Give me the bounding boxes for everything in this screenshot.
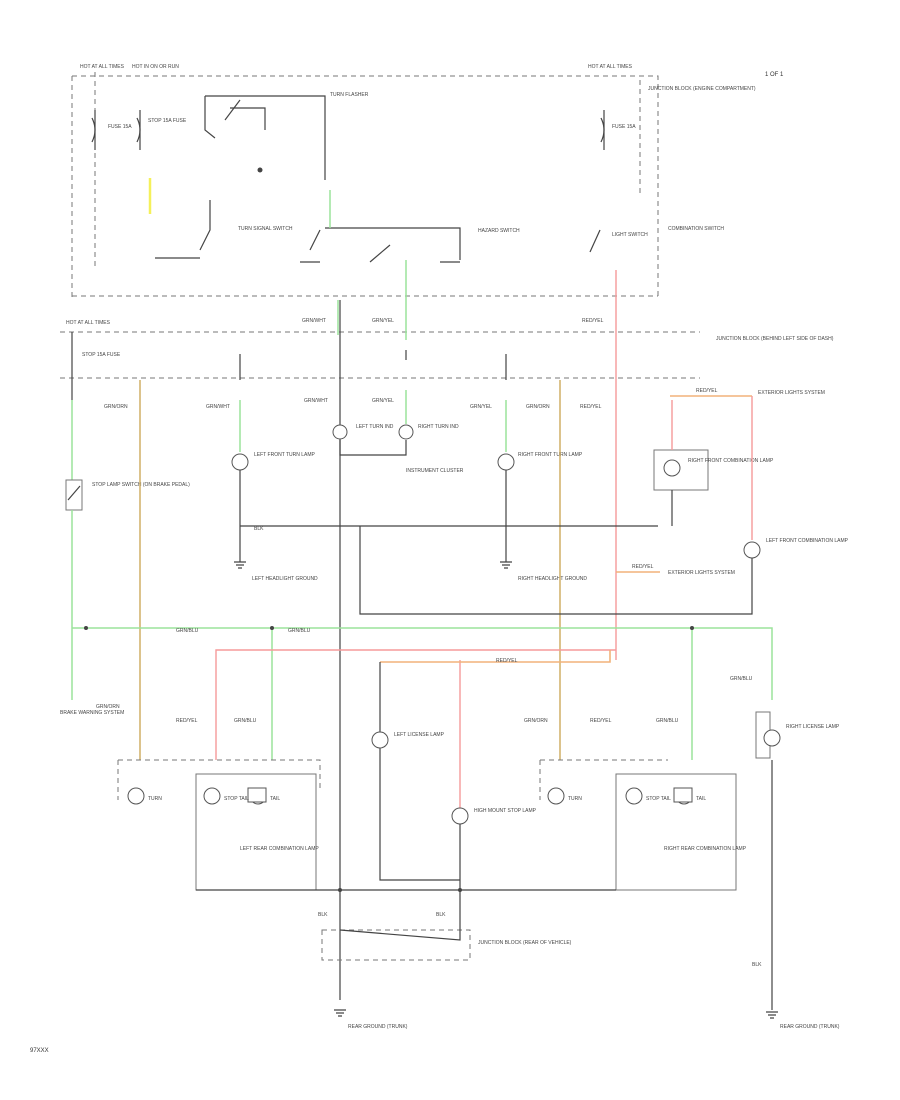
wire-code-red-ylw-1: RED/YEL: [582, 318, 604, 324]
high-mount-stop-lamp: HIGH MOUNT STOP LAMP: [451, 807, 537, 890]
brake-warning-label: BRAKE WARNING SYSTEM: [60, 710, 124, 716]
wire-code-grn-blu-5: GRN/BLU: [730, 676, 753, 682]
fuse-left: [91, 110, 96, 150]
junction-block-mid-label: JUNCTION BLOCK (BEHIND LEFT SIDE OF DASH…: [716, 336, 834, 342]
fuse-main-label: FUSE 15A: [108, 124, 132, 130]
hazard-switch-label: HAZARD SWITCH: [478, 228, 520, 234]
right-rear-combination-lamp: TURN STOP TAIL TAIL RIGHT REAR COMBINATI…: [539, 759, 747, 891]
exterior-lights-label-2: EXTERIOR LIGHTS SYSTEM: [668, 570, 735, 576]
footer-code: 97XXX: [30, 1048, 49, 1054]
hot-at-all-times-label-3: HOT AT ALL TIMES: [66, 320, 111, 326]
cluster-ground-return: [359, 526, 753, 615]
wire-code-grn-blu-2: GRN/BLU: [288, 628, 311, 634]
wire-code-grn-ylw-3: GRN/YEL: [470, 404, 492, 410]
orange-bus-rear: [380, 650, 611, 663]
junction-block-rear-label: JUNCTION BLOCK (REAR OF VEHICLE): [478, 940, 572, 946]
light-switch-label: LIGHT SWITCH: [612, 232, 648, 238]
wire-code-blk-3: BLK: [436, 912, 446, 918]
right-front-turn-label: RIGHT FRONT TURN LAMP: [518, 452, 583, 458]
hot-at-all-times-label-1: HOT AT ALL TIMES: [80, 64, 125, 70]
rear-junction-block: JUNCTION BLOCK (REAR OF VEHICLE): [321, 890, 572, 961]
left-rear-combination-lamp: TURN STOP TAIL TAIL LEFT REAR COMBINATIO…: [117, 759, 321, 891]
left-license-feed: [379, 662, 460, 881]
top-junction-block: HOT AT ALL TIMES HOT IN ON OR RUN HOT AT…: [71, 64, 756, 300]
wire-code-grn-blu-1: GRN/BLU: [176, 628, 199, 634]
wire-code-grn-blu-4: GRN/BLU: [656, 718, 679, 724]
rear-ground-left-label: REAR GROUND (TRUNK): [348, 1024, 408, 1030]
combination-switch-label: COMBINATION SWITCH: [668, 226, 724, 232]
turn-flasher-circuit: TURN FLASHER: [204, 92, 369, 180]
right-license-label: RIGHT LICENSE LAMP: [786, 724, 840, 730]
wire-code-grn-ylw-2: GRN/YEL: [372, 398, 394, 404]
fuse-right-label: FUSE 15A: [612, 124, 636, 130]
left-front-turn-lamp: LEFT FRONT TURN LAMP: [231, 400, 316, 540]
middle-junction-block: HOT AT ALL TIMES JUNCTION BLOCK (BEHIND …: [60, 320, 834, 379]
rear-ground-right: REAR GROUND (TRUNK): [766, 1011, 840, 1030]
lr-tail-label: TAIL: [270, 796, 280, 802]
right-front-turn-lamp: RIGHT FRONT TURN LAMP RIGHT HEADLIGHT GR…: [497, 400, 587, 582]
left-front-combination-lamp: LEFT FRONT COMBINATION LAMP: [743, 538, 849, 596]
wire-code-grn-blu-3: GRN/BLU: [234, 718, 257, 724]
wire-code-blk-2: BLK: [318, 912, 328, 918]
turn-signal-switch-label: TURN SIGNAL SWITCH: [238, 226, 293, 232]
rear-ground-left: REAR GROUND (TRUNK): [334, 1009, 408, 1030]
hot-in-run-label-1: HOT IN ON OR RUN: [132, 64, 179, 70]
right-front-combination-label: RIGHT FRONT COMBINATION LAMP: [688, 458, 774, 464]
instrument-cluster: LEFT TURN IND RIGHT TURN IND INSTRUMENT …: [332, 390, 464, 474]
rr-stop-tail-label: STOP TAIL: [646, 796, 671, 802]
left-rear-combination-label: LEFT REAR COMBINATION LAMP: [240, 846, 319, 852]
right-turn-indicator-label: RIGHT TURN IND: [418, 424, 459, 430]
combination-switch: TURN SIGNAL SWITCH HAZARD SWITCH LIGHT S…: [148, 178, 724, 263]
wire-code-blk-4: BLK: [752, 962, 762, 968]
wire-code-red-ylw-4: RED/YEL: [632, 564, 654, 570]
left-front-turn-label: LEFT FRONT TURN LAMP: [254, 452, 316, 458]
red-bus-rear: [215, 649, 616, 760]
right-headlight-ground-label: RIGHT HEADLIGHT GROUND: [518, 576, 587, 582]
junction-block-top-label: JUNCTION BLOCK (ENGINE COMPARTMENT): [648, 86, 756, 92]
lr-turn-label: TURN: [148, 796, 162, 802]
wire-code-grn-orn-3: GRN/ORN: [96, 704, 120, 710]
left-license-label: LEFT LICENSE LAMP: [394, 732, 445, 738]
rr-tail-label: TAIL: [696, 796, 706, 802]
right-license-lamp: RIGHT LICENSE LAMP: [755, 711, 840, 1010]
turn-flasher-label: TURN FLASHER: [330, 92, 369, 98]
left-front-combination-label: LEFT FRONT COMBINATION LAMP: [766, 538, 849, 544]
instrument-cluster-label: INSTRUMENT CLUSTER: [406, 468, 464, 474]
stop-fuse-label: STOP 15A FUSE: [148, 118, 187, 124]
right-rear-combination-label: RIGHT REAR COMBINATION LAMP: [664, 846, 747, 852]
high-mount-stop-label: HIGH MOUNT STOP LAMP: [474, 808, 537, 814]
wire-code-red-ylw-5: RED/YEL: [496, 658, 518, 664]
stop-lamp-switch: STOP LAMP SWITCH (ON BRAKE PEDAL) BRAKE …: [60, 400, 190, 716]
wire-code-grn-orn-4: GRN/ORN: [524, 718, 548, 724]
corner-reference: 1 OF 1: [765, 72, 784, 78]
right-front-combination-lamp: RIGHT FRONT COMBINATION LAMP: [653, 400, 774, 526]
lr-stop-tail-label: STOP TAIL: [224, 796, 249, 802]
fuse-stop: [136, 110, 141, 150]
left-license-lamp: LEFT LICENSE LAMP: [371, 731, 445, 749]
rr-turn-label: TURN: [568, 796, 582, 802]
fuse-right: [600, 110, 605, 150]
wire-code-red-ylw-6: RED/YEL: [176, 718, 198, 724]
left-headlight-ground-label: LEFT HEADLIGHT GROUND: [252, 576, 318, 582]
wire-code-grn-wht-3: GRN/WHT: [304, 398, 328, 404]
exterior-lights-label: EXTERIOR LIGHTS SYSTEM: [758, 390, 825, 396]
wire-code-grn-orn-2: GRN/ORN: [526, 404, 550, 410]
hot-at-all-times-label-2: HOT AT ALL TIMES: [588, 64, 633, 70]
stop-fuse-mid-label: STOP 15A FUSE: [82, 352, 121, 358]
wire-code-grn-ylw-1: GRN/YEL: [372, 318, 394, 324]
wire-code-red-ylw-2: RED/YEL: [580, 404, 602, 410]
left-headlight-ground: LEFT HEADLIGHT GROUND: [234, 540, 318, 582]
wire-code-red-ylw-7: RED/YEL: [590, 718, 612, 724]
wire-code-red-ylw-3: RED/YEL: [696, 388, 718, 394]
rear-ground-right-label: REAR GROUND (TRUNK): [780, 1024, 840, 1030]
stop-lamp-switch-label: STOP LAMP SWITCH (ON BRAKE PEDAL): [92, 482, 190, 488]
wire-code-grn-orn-1: GRN/ORN: [104, 404, 128, 410]
left-turn-indicator-label: LEFT TURN IND: [356, 424, 394, 430]
wire-code-grn-wht-1: GRN/WHT: [302, 318, 326, 324]
wire-code-grn-wht-2: GRN/WHT: [206, 404, 230, 410]
wire-code-blk-1: BLK: [254, 526, 264, 532]
green-bus-rear: [72, 627, 773, 700]
